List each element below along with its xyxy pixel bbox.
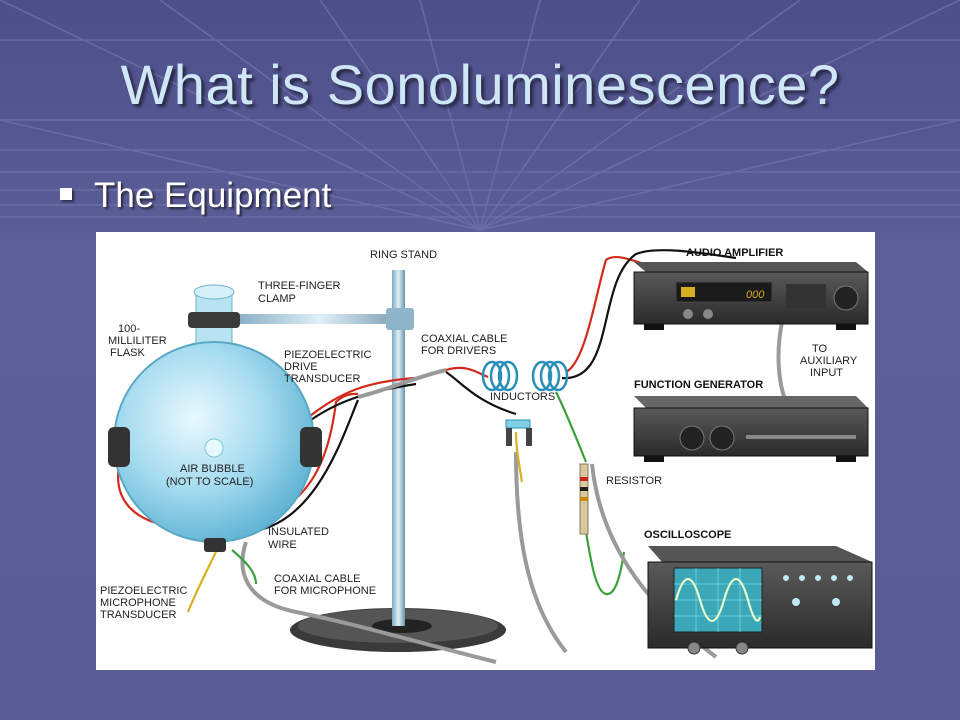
label-coax-drivers: COAXIAL CABLE [421,333,507,345]
flask [108,284,322,552]
label-insulated-wire-2: WIRE [268,539,297,551]
label-ring-stand: RING STAND [370,249,437,261]
label-oscilloscope: OSCILLOSCOPE [644,529,731,541]
slide-title: What is Sonoluminescence? [120,53,840,116]
label-drive-transducer-3: TRANSDUCER [284,373,360,385]
label-aux-input: TO [812,343,828,355]
label-resistor: RESISTOR [606,475,662,487]
label-three-finger-clamp-2: CLAMP [258,293,296,305]
right-drive-transducer [300,427,322,467]
oscilloscope [647,546,873,655]
bullet-text: The Equipment [94,176,332,215]
label-air-bubble: AIR BUBBLE [180,463,245,475]
air-bubble [204,438,224,458]
label-mic-transducer-2: MICROPHONE [100,597,176,609]
label-aux-input-2: AUXILIARY [800,355,858,367]
ring-stand-pole [392,270,405,626]
label-flask-3: FLASK [110,347,146,359]
resistor [579,463,589,535]
label-coax-mic-2: FOR MICROPHONE [274,585,376,597]
label-drive-transducer: PIEZOELECTRIC [284,349,371,361]
equipment-illustration: 000 [100,247,873,664]
inductors [481,360,569,392]
label-drive-transducer-2: DRIVE [284,361,318,373]
waveform-trace [674,578,762,622]
label-mic-transducer-3: TRANSDUCER [100,609,176,621]
label-three-finger-clamp: THREE-FINGER [258,280,341,292]
label-coax-drivers-2: FOR DRIVERS [421,345,496,357]
square-bullet-icon [60,188,72,200]
label-flask: 100- [118,323,140,335]
wiring [117,249,788,664]
clamp-holder [386,308,414,330]
microphone-transducer [204,538,226,552]
diagram-labels: RING STAND THREE-FINGER CLAMP 100- MILLI… [100,247,858,621]
alligator-clips [505,419,532,446]
label-insulated-wire: INSULATED [268,526,329,538]
left-drive-transducer [108,427,130,467]
audio-amplifier: 000 [633,262,869,330]
label-aux-input-3: INPUT [810,367,843,379]
amp-display-readout: 000 [746,289,765,301]
bullet-item: The Equipment [60,174,331,218]
clamp-arm [228,314,412,324]
label-air-bubble-2: (NOT TO SCALE) [166,476,253,488]
label-function-generator: FUNCTION GENERATOR [634,379,763,391]
label-coax-mic: COAXIAL CABLE [274,573,360,585]
label-flask-2: MILLILITER [108,335,167,347]
label-mic-transducer: PIEZOELECTRIC [100,585,187,597]
equipment-diagram: 000 [96,232,875,670]
function-generator [633,396,869,462]
label-inductors: INDUCTORS [490,391,555,403]
label-audio-amplifier: AUDIO AMPLIFIER [686,247,783,259]
